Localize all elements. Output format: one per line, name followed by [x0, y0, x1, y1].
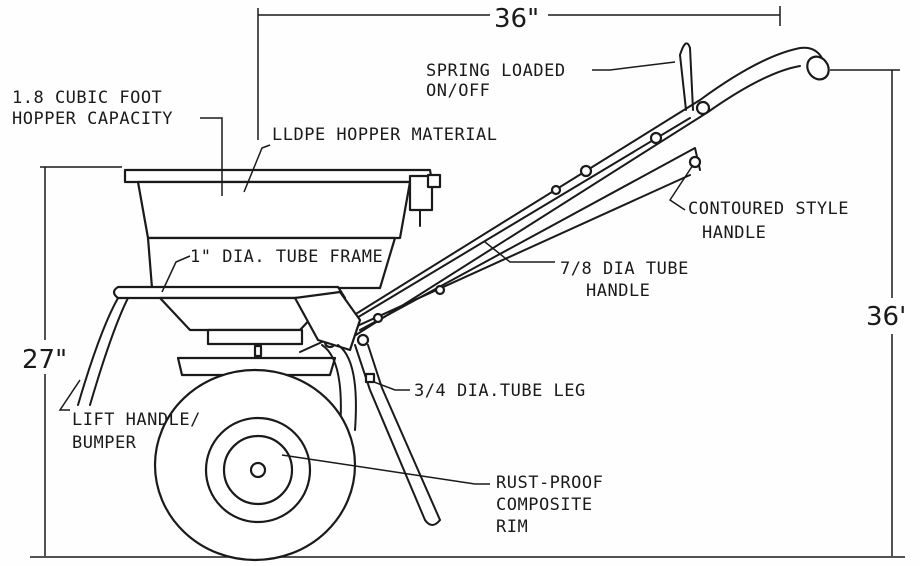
hopper	[123, 168, 442, 290]
rim-label-2: COMPOSITE	[496, 495, 593, 515]
tube-frame-label: 1" DIA. TUBE FRAME	[190, 247, 383, 267]
spinner	[176, 344, 337, 377]
rim-label-3: RIM	[496, 517, 528, 537]
lift-handle-label-1: LIFT HANDLE/	[72, 410, 201, 430]
rim-label-1: RUST-PROOF	[496, 473, 603, 493]
lift-handle-label-2: BUMPER	[72, 433, 137, 453]
wheel	[153, 368, 357, 562]
dimension-top	[257, 6, 781, 140]
hopper-capacity-label-1: 1.8 CUBIC FOOT	[12, 88, 162, 108]
tube-frame	[77, 285, 362, 406]
handle-assembly	[299, 42, 830, 353]
handle-tube-label-2: HANDLE	[586, 281, 650, 301]
height-dimension-left: 27"	[22, 345, 67, 375]
dimension-left	[40, 166, 122, 556]
contoured-handle-label-1: CONTOURED STYLE	[688, 199, 849, 219]
hopper-capacity-label-2: HOPPER CAPACITY	[12, 109, 173, 129]
handle-tube-label-1: 7/8 DIA TUBE	[560, 259, 689, 279]
hopper-material-label: LLDPE HOPPER MATERIAL	[272, 125, 497, 145]
dimension-right	[830, 69, 900, 556]
leader-lines	[58, 61, 694, 485]
leg-label: 3/4 DIA.TUBE LEG	[414, 381, 586, 401]
height-dimension-right: 36'	[866, 302, 906, 332]
spring-loaded-label-1: SPRING LOADED	[426, 61, 566, 81]
spring-loaded-label-2: ON/OFF	[426, 81, 490, 101]
width-dimension: 36"	[494, 4, 539, 34]
contoured-handle-label-2: HANDLE	[702, 223, 766, 243]
